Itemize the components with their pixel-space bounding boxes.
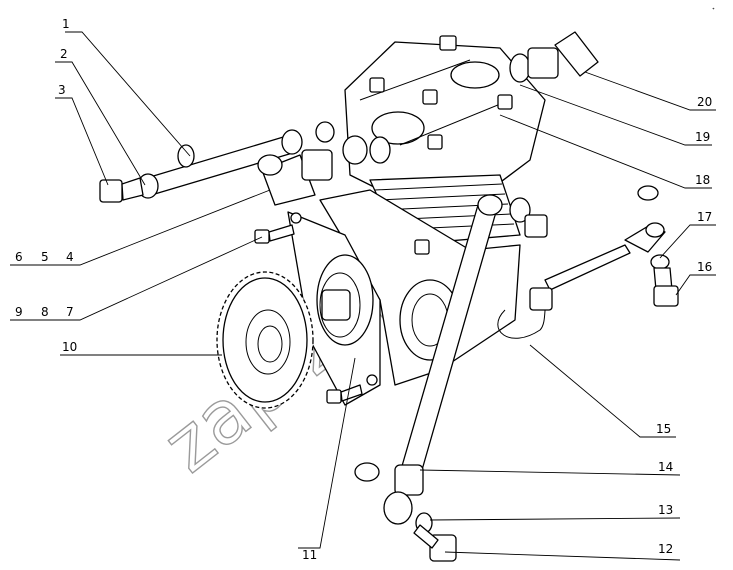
bolt-7: [254, 224, 295, 244]
label-part-15: 15: [656, 422, 671, 436]
compressor-head: [342, 35, 546, 201]
washer-lower: [354, 462, 380, 482]
label-part-8: 8: [41, 305, 49, 319]
label-part-18: 18: [695, 173, 710, 187]
leader-lines: [10, 31, 716, 561]
return-pipe: [497, 222, 666, 339]
label-part-13: 13: [658, 503, 673, 517]
elbow-fitting: [509, 31, 599, 83]
label-part-12: 12: [658, 542, 673, 556]
label-part-9: 9: [15, 305, 23, 319]
label-part-10: 10: [62, 340, 77, 354]
part-labels: 1 2 3 6 5 4 9 8 7 10 11 12 13 14 15 16 1…: [15, 17, 712, 562]
label-part-7: 7: [66, 305, 74, 319]
crankcase: [319, 189, 521, 386]
label-part-19: 19: [695, 130, 710, 144]
bolt-flange: [326, 384, 363, 404]
bolt-16: [650, 254, 679, 307]
label-part-11: 11: [302, 548, 317, 562]
washer-upper: [637, 185, 659, 201]
label-part-3: 3: [58, 83, 66, 97]
label-part-2: 2: [60, 47, 68, 61]
drive-gear: [216, 271, 314, 409]
union-fitting: [257, 121, 335, 206]
label-part-1: 1: [62, 17, 70, 31]
label-part-4: 4: [66, 250, 74, 264]
label-part-16: 16: [697, 260, 712, 274]
label-part-20: 20: [697, 95, 712, 109]
label-part-5: 5: [41, 250, 49, 264]
union-13-bolt-12: [413, 512, 457, 562]
corner-mark: ᐩ: [712, 6, 715, 14]
label-part-14: 14: [658, 460, 673, 474]
label-part-6: 6: [15, 250, 23, 264]
banjo-bolt-3: [99, 177, 144, 203]
label-part-17: 17: [697, 210, 712, 224]
